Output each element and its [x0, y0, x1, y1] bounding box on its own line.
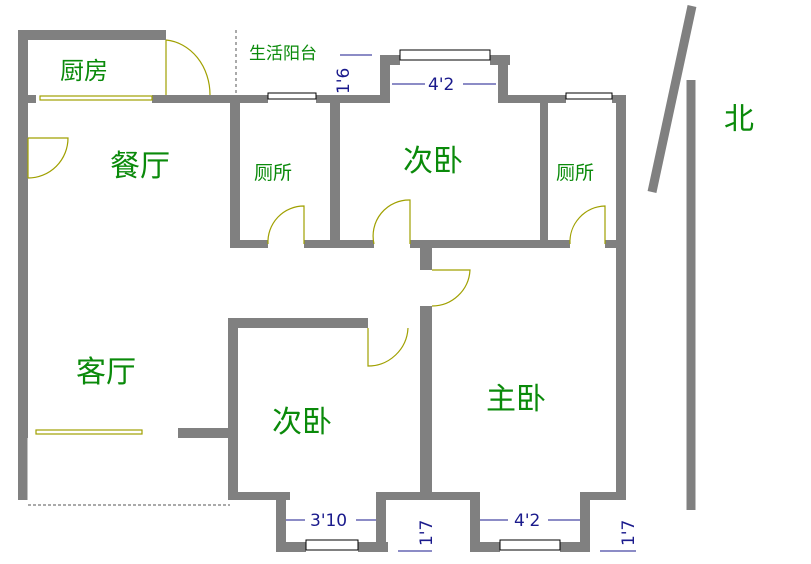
doors [27, 39, 606, 435]
windows [267, 49, 613, 551]
second-bedroom-top-label: 次卧 [403, 144, 463, 179]
master-bedroom-label: 主卧 [486, 382, 546, 417]
north-label: 北 [724, 102, 754, 137]
dashed-outlines [27, 30, 237, 506]
top-bay-depth: 1'6 [334, 68, 354, 94]
bottom-left-window-width: 3'10 [310, 511, 347, 531]
bottom-right-bay-depth: 1'7 [619, 520, 639, 546]
kitchen-label: 厨房 [60, 57, 108, 85]
second-bedroom-bottom-label: 次卧 [272, 405, 332, 440]
bottom-right-window-width: 4'2 [514, 511, 540, 531]
living-label: 客厅 [76, 355, 136, 390]
north-arrow [647, 5, 697, 510]
dimension-lines [286, 54, 636, 552]
dining-label: 餐厅 [110, 149, 170, 184]
walls [18, 30, 626, 552]
balcony-label: 生活阳台 [249, 44, 317, 64]
bottom-left-bay-depth: 1'7 [417, 520, 437, 546]
toilet-right-label: 厕所 [556, 162, 594, 184]
toilet-left-label: 厕所 [254, 162, 292, 184]
top-window-width: 4'2 [428, 75, 454, 95]
